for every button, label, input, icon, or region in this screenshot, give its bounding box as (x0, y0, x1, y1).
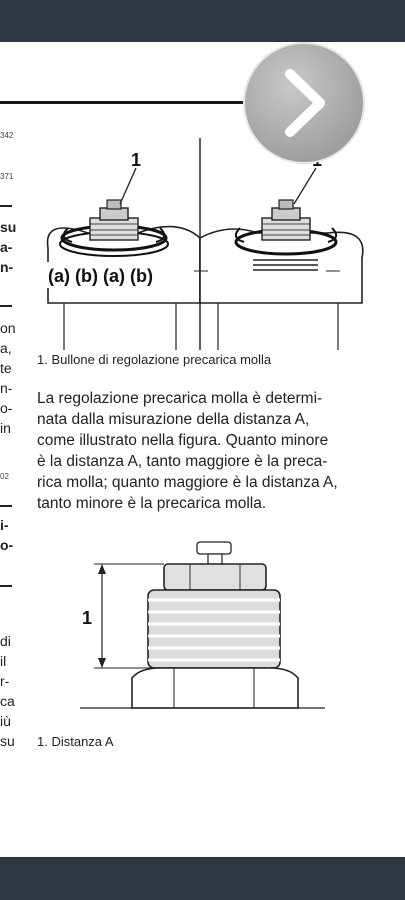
left-text-block-b: on a, te n- o- in (0, 320, 16, 436)
spring-preload-bolt-figure: 1 1 (a) (b) (a) (b) (46, 138, 364, 350)
top-bar (0, 0, 405, 42)
distance-a-figure: 1 (80, 541, 325, 709)
adjuster-bolt-drawing (80, 541, 325, 709)
page-code: 02 (0, 472, 9, 481)
body-paragraph: La regolazione precarica molla è determi… (37, 390, 338, 512)
distance-label: 1 (82, 608, 92, 628)
dash-mark (0, 585, 12, 587)
right-bolt-assembly (194, 167, 364, 350)
left-text-block-d: di il r- ca iù su (0, 633, 15, 749)
page-code: 342 (0, 131, 14, 140)
chevron-right-icon (285, 69, 325, 137)
figure1-caption: 1. Bullone di regolazione precarica moll… (37, 352, 272, 367)
dash-mark (0, 305, 12, 307)
figure-callout-label: 1 (131, 150, 141, 170)
figure2-caption: 1. Distanza A (37, 734, 114, 749)
dash-mark (0, 205, 12, 207)
left-bolt-assembly (46, 167, 201, 350)
spring-position-annotation: (a) (b) (a) (b) (48, 266, 153, 286)
document-page (0, 42, 405, 857)
bottom-bar (0, 857, 405, 900)
left-text-block-a: su a- n- (0, 219, 17, 275)
next-page-button[interactable] (243, 42, 365, 164)
section-rule (0, 101, 262, 104)
page-code: 371 (0, 172, 14, 181)
left-text-block-c: i- o- (0, 517, 14, 553)
dash-mark (0, 505, 12, 507)
